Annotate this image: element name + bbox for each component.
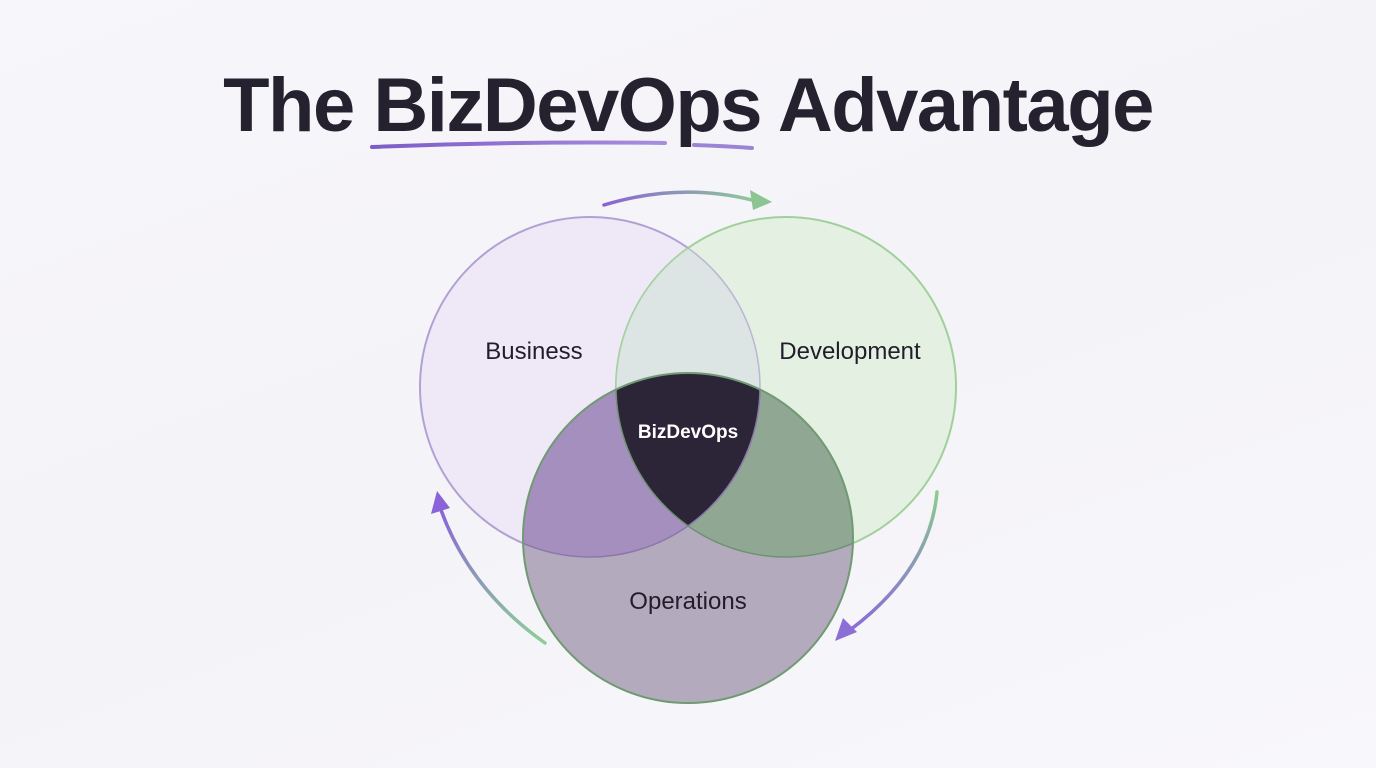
arrow-development-to-operations	[835, 490, 939, 641]
page-title: The BizDevOps Advantage	[223, 63, 1154, 148]
arrow-business-to-development	[602, 190, 772, 210]
bizdevops-center	[616, 373, 760, 557]
operations-label: Operations	[629, 588, 746, 615]
center-label: BizDevOps	[638, 422, 738, 443]
business-label: Business	[485, 338, 582, 365]
title-underline	[370, 140, 754, 150]
development-label: Development	[779, 338, 921, 365]
arrow-operations-to-business	[431, 491, 547, 645]
